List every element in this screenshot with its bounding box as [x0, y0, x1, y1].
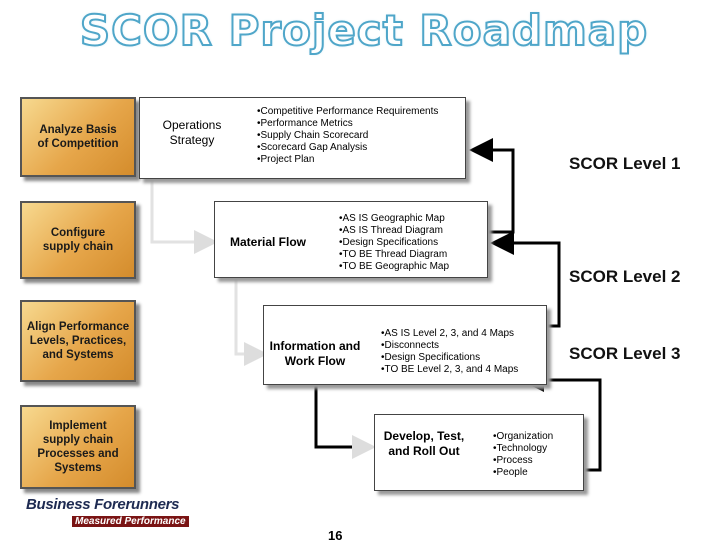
- bullet-item: Performance Metrics: [257, 118, 438, 130]
- level-label-3: SCOR Level 3: [569, 344, 681, 363]
- step-label: Material Flow: [229, 235, 306, 249]
- step-box-develop: Develop, Test, and Roll Out Organization…: [374, 414, 584, 491]
- bullet-item: Process: [493, 455, 553, 467]
- step-bullets: AS IS Level 2, 3, and 4 Maps Disconnects…: [381, 328, 519, 376]
- bullet-item: Competitive Performance Requirements: [257, 106, 439, 118]
- bullet-item: AS IS Thread Diagram: [339, 225, 449, 237]
- stage-align: Align Performance Levels, Practices, and…: [20, 300, 136, 382]
- bullet-item: Design Specifications: [381, 352, 518, 364]
- step-label: Operations Strategy: [162, 118, 222, 147]
- stage-analyze: Analyze Basis of Competition: [20, 97, 136, 177]
- step-box-material: Material Flow AS IS Geographic Map AS IS…: [214, 201, 488, 278]
- bullet-item: TO BE Thread Diagram: [339, 249, 449, 261]
- step-bullets: Competitive Performance Requirements Per…: [257, 106, 439, 166]
- stage-implement: Implement supply chain Processes and Sys…: [20, 405, 136, 489]
- bullet-item: Disconnects: [381, 340, 518, 352]
- step-label: Information and Work Flow: [269, 339, 361, 368]
- step-bullets: Organization Technology Process People: [493, 431, 554, 479]
- level-label-1: SCOR Level 1: [569, 154, 681, 173]
- company-logo-tagline: Measured Performance: [72, 516, 189, 527]
- bullet-item: AS IS Geographic Map: [339, 213, 449, 225]
- step-label: Develop, Test, and Roll Out: [383, 429, 465, 458]
- feedback-arrow-2: [490, 231, 561, 328]
- bullet-item: Organization: [493, 431, 554, 443]
- bullet-item: TO BE Level 2, 3, and 4 Maps: [381, 364, 519, 376]
- bullet-item: Design Specifications: [339, 237, 449, 249]
- level-label-2: SCOR Level 2: [569, 267, 681, 286]
- bullet-item: AS IS Level 2, 3, and 4 Maps: [381, 328, 518, 340]
- flow-line-3: [314, 370, 376, 459]
- company-logo-name: Business Forerunners: [26, 496, 180, 513]
- stage-label: Implement supply chain Processes and Sys…: [37, 420, 119, 474]
- flow-line-1: [150, 180, 218, 254]
- bullet-item: Technology: [493, 443, 553, 455]
- feedback-arrow-3: [520, 368, 602, 472]
- page-number: 16: [328, 528, 343, 543]
- bullet-item: People: [493, 467, 553, 479]
- step-box-operations: Operations Strategy Competitive Performa…: [139, 97, 466, 179]
- bullet-item: TO BE Geographic Map: [339, 261, 450, 273]
- step-box-information: Information and Work Flow AS IS Level 2,…: [263, 305, 547, 385]
- flow-line-2: [234, 276, 268, 366]
- stage-configure: Configure supply chain: [20, 201, 136, 279]
- bullet-item: Supply Chain Scorecard: [257, 130, 438, 142]
- page-title: SCOR Project Roadmap: [79, 5, 649, 56]
- stage-label: Configure supply chain: [42, 227, 114, 253]
- stage-label: Align Performance Levels, Practices, and…: [26, 321, 130, 361]
- bullet-item: Project Plan: [257, 154, 438, 166]
- stage-label: Analyze Basis of Competition: [37, 124, 119, 150]
- step-bullets: AS IS Geographic Map AS IS Thread Diagra…: [339, 213, 450, 273]
- bullet-item: Scorecard Gap Analysis: [257, 142, 438, 154]
